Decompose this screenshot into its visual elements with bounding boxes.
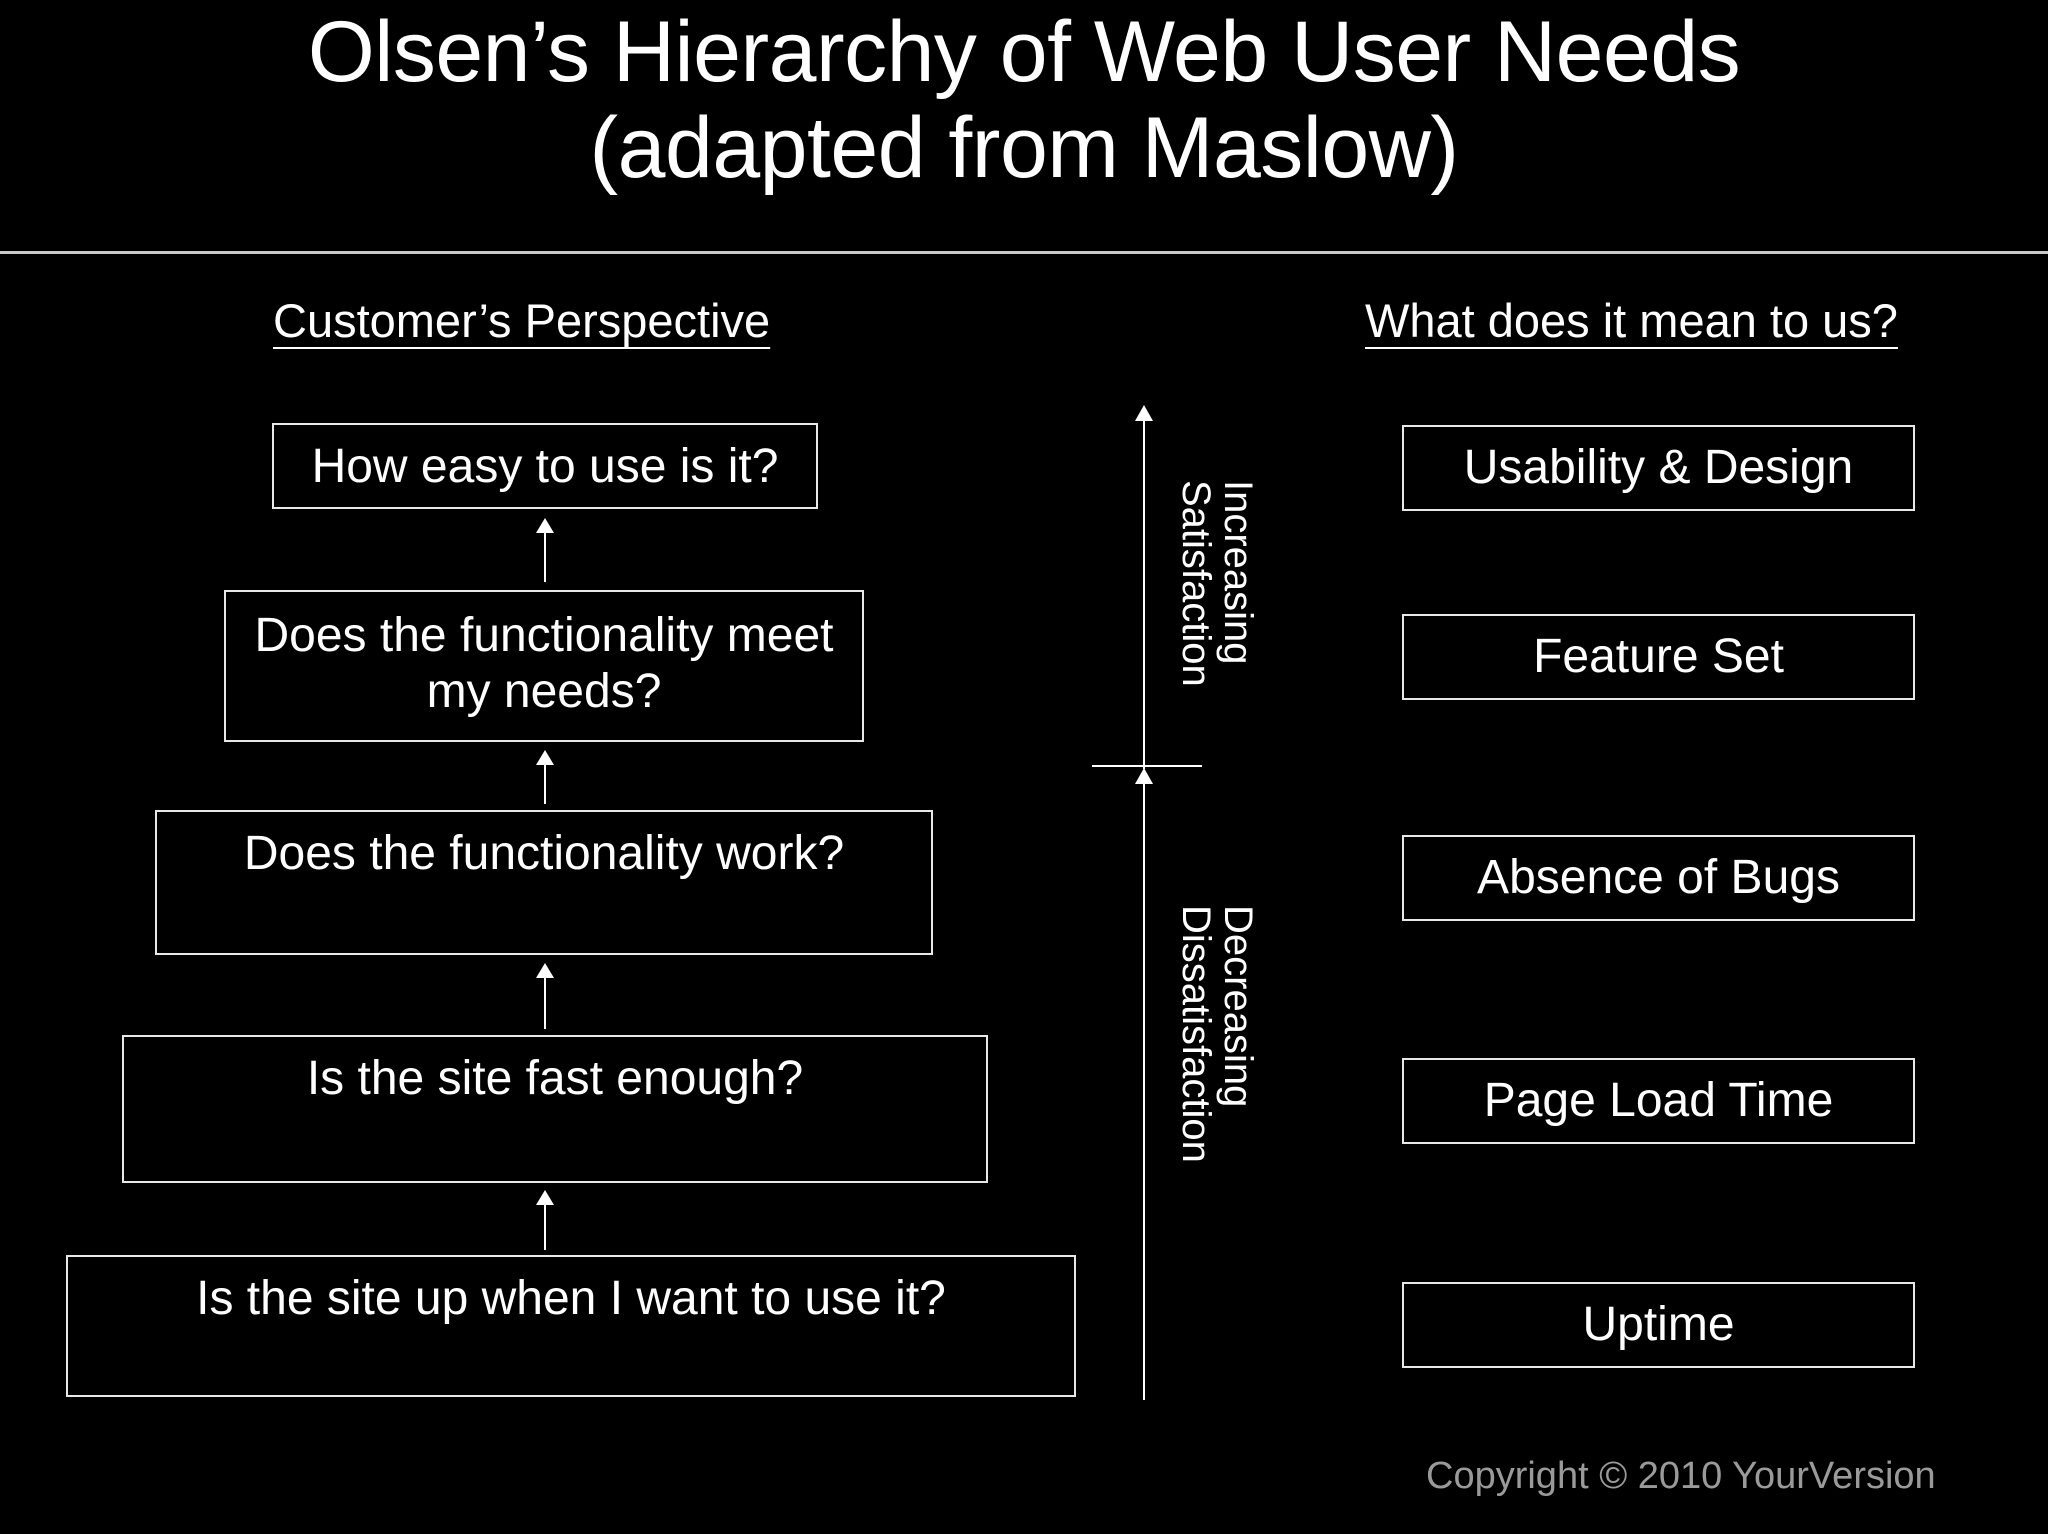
axis-label-decreasing-dissatisfaction: Decreasing Dissatisfaction — [1174, 905, 1260, 1163]
arrow-head — [536, 1190, 554, 1205]
axis-midpoint-tick — [1092, 765, 1202, 767]
page-title: Olsen’s Hierarchy of Web User Needs (ada… — [0, 4, 2048, 197]
meaning-box-label: Page Load Time — [1483, 1074, 1834, 1127]
copyright-notice: Copyright © 2010 YourVersion — [1426, 1455, 1936, 1497]
meaning-box-uptime[interactable]: Uptime — [1402, 1282, 1915, 1368]
meaning-box-label: Feature Set — [1533, 630, 1784, 683]
what-it-means-heading: What does it mean to us? — [1365, 294, 1898, 347]
need-box-label: How easy to use is it? — [311, 440, 779, 493]
title-line-1: Olsen’s Hierarchy of Web User Needs — [307, 4, 1741, 100]
meaning-box-absence-of-bugs[interactable]: Absence of Bugs — [1402, 835, 1915, 921]
arrow-head — [536, 750, 554, 765]
title-line-2: (adapted from Maslow) — [589, 100, 1459, 197]
need-box-label: Does the functionality meet my needs? — [254, 609, 834, 718]
axis-label-line-1: Increasing — [1216, 480, 1260, 665]
axis-label-line-1: Decreasing — [1216, 905, 1260, 1108]
arrow-shaft — [544, 529, 546, 582]
need-box-label: Is the site up when I want to use it? — [196, 1272, 946, 1325]
arrow-head — [536, 963, 554, 978]
axis-arrow-up-icon-upper — [1135, 405, 1153, 421]
meaning-box-feature-set[interactable]: Feature Set — [1402, 614, 1915, 700]
need-box-label: Does the functionality work? — [243, 827, 845, 880]
meaning-box-label: Usability & Design — [1463, 441, 1854, 494]
title-divider — [0, 251, 2048, 254]
need-box-functionality-works-question[interactable]: Does the functionality work? — [155, 810, 933, 955]
meaning-box-page-load-time[interactable]: Page Load Time — [1402, 1058, 1915, 1144]
need-box-functionality-needs-question[interactable]: Does the functionality meet my needs? — [224, 590, 864, 742]
meaning-box-usability-design[interactable]: Usability & Design — [1402, 425, 1915, 511]
customer-perspective-heading: Customer’s Perspective — [273, 294, 771, 347]
axis-arrow-up-icon-lower — [1135, 768, 1153, 784]
meaning-box-label: Uptime — [1582, 1298, 1735, 1351]
need-box-uptime-question[interactable]: Is the site up when I want to use it? — [66, 1255, 1076, 1397]
arrow-up-icon — [532, 750, 558, 804]
arrow-shaft — [544, 974, 546, 1029]
axis-shaft-upper — [1143, 419, 1145, 769]
axis-shaft-lower — [1143, 782, 1145, 1400]
arrow-up-icon — [532, 518, 558, 582]
axis-label-increasing-satisfaction: Increasing Satisfaction — [1174, 480, 1260, 687]
need-box-speed-question[interactable]: Is the site fast enough? — [122, 1035, 988, 1183]
need-box-label: Is the site fast enough? — [306, 1052, 804, 1105]
arrow-up-icon — [532, 963, 558, 1029]
arrow-shaft — [544, 1201, 546, 1250]
need-box-usability-question[interactable]: How easy to use is it? — [272, 423, 818, 509]
arrow-shaft — [544, 761, 546, 804]
meaning-box-label: Absence of Bugs — [1477, 851, 1840, 904]
arrow-up-icon — [532, 1190, 558, 1250]
arrow-head — [536, 518, 554, 533]
axis-label-line-2: Satisfaction — [1174, 480, 1219, 687]
axis-label-line-2: Dissatisfaction — [1174, 905, 1219, 1163]
